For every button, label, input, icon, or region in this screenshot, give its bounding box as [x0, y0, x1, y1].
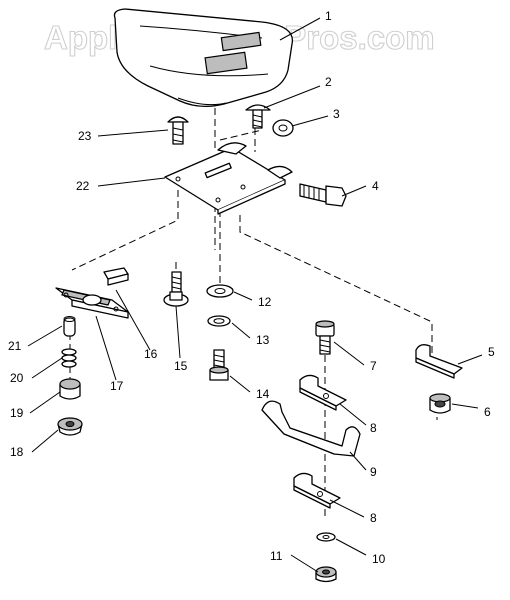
key-part-16: [103, 267, 129, 286]
callout-15: 15: [174, 359, 188, 373]
carriage-bolt-part-23: [167, 116, 189, 145]
callout-17: 17: [110, 379, 124, 393]
shoulder-bolt-part-15: [163, 271, 189, 307]
callout-8-lower: 8: [370, 511, 377, 525]
pin-part-21: [63, 316, 76, 337]
callout-1: 1: [325, 9, 332, 23]
washer-part-10: [316, 532, 336, 542]
hex-bolt-part-4: [299, 183, 347, 207]
adjuster-plate-part-17: [55, 287, 129, 319]
capscrew-part-7: [315, 320, 335, 355]
nut-part-11: [315, 566, 337, 583]
callout-10: 10: [372, 552, 386, 566]
callout-21: 21: [8, 339, 22, 353]
callout-4: 4: [372, 179, 379, 193]
knob-part-19: [59, 378, 81, 400]
callout-23: 23: [78, 129, 92, 143]
callout-20: 20: [10, 371, 24, 385]
callout-13: 13: [256, 333, 270, 347]
callout-5: 5: [488, 345, 495, 359]
callout-2: 2: [325, 75, 332, 89]
clamp-part-8-lower: [293, 472, 341, 509]
bolt-part-14: [209, 349, 229, 381]
nut-part-3: [272, 119, 294, 137]
callout-22: 22: [76, 179, 90, 193]
callout-3: 3: [333, 107, 340, 121]
clamp-part-8-upper: [299, 374, 347, 411]
u-bracket-part-9: [261, 400, 361, 457]
callout-12: 12: [258, 295, 272, 309]
carriage-bolt-part-2: [245, 104, 271, 129]
callout-9: 9: [370, 465, 377, 479]
washer-part-12: [206, 284, 234, 298]
callout-14: 14: [256, 387, 270, 401]
callout-18: 18: [10, 445, 24, 459]
callout-16: 16: [144, 347, 158, 361]
seat-bracket-part-22: [164, 142, 293, 215]
callout-labels: 1 2 3 4 5 6 7 8 9 8 10 11 12 13 14 15 16…: [8, 9, 495, 566]
flange-nut-part-6: [429, 393, 451, 414]
callout-7: 7: [370, 359, 377, 373]
spring-part-20: [61, 348, 77, 368]
callout-19: 19: [10, 406, 24, 420]
lockwasher-part-13: [207, 315, 231, 327]
locknut-part-18: [57, 417, 83, 436]
callout-11: 11: [270, 549, 283, 563]
callout-8-upper: 8: [370, 421, 377, 435]
clip-bracket-part-5: [415, 344, 463, 379]
leader-lines: [27, 17, 483, 573]
seat-part-1: [113, 8, 294, 108]
callout-6: 6: [484, 405, 491, 419]
